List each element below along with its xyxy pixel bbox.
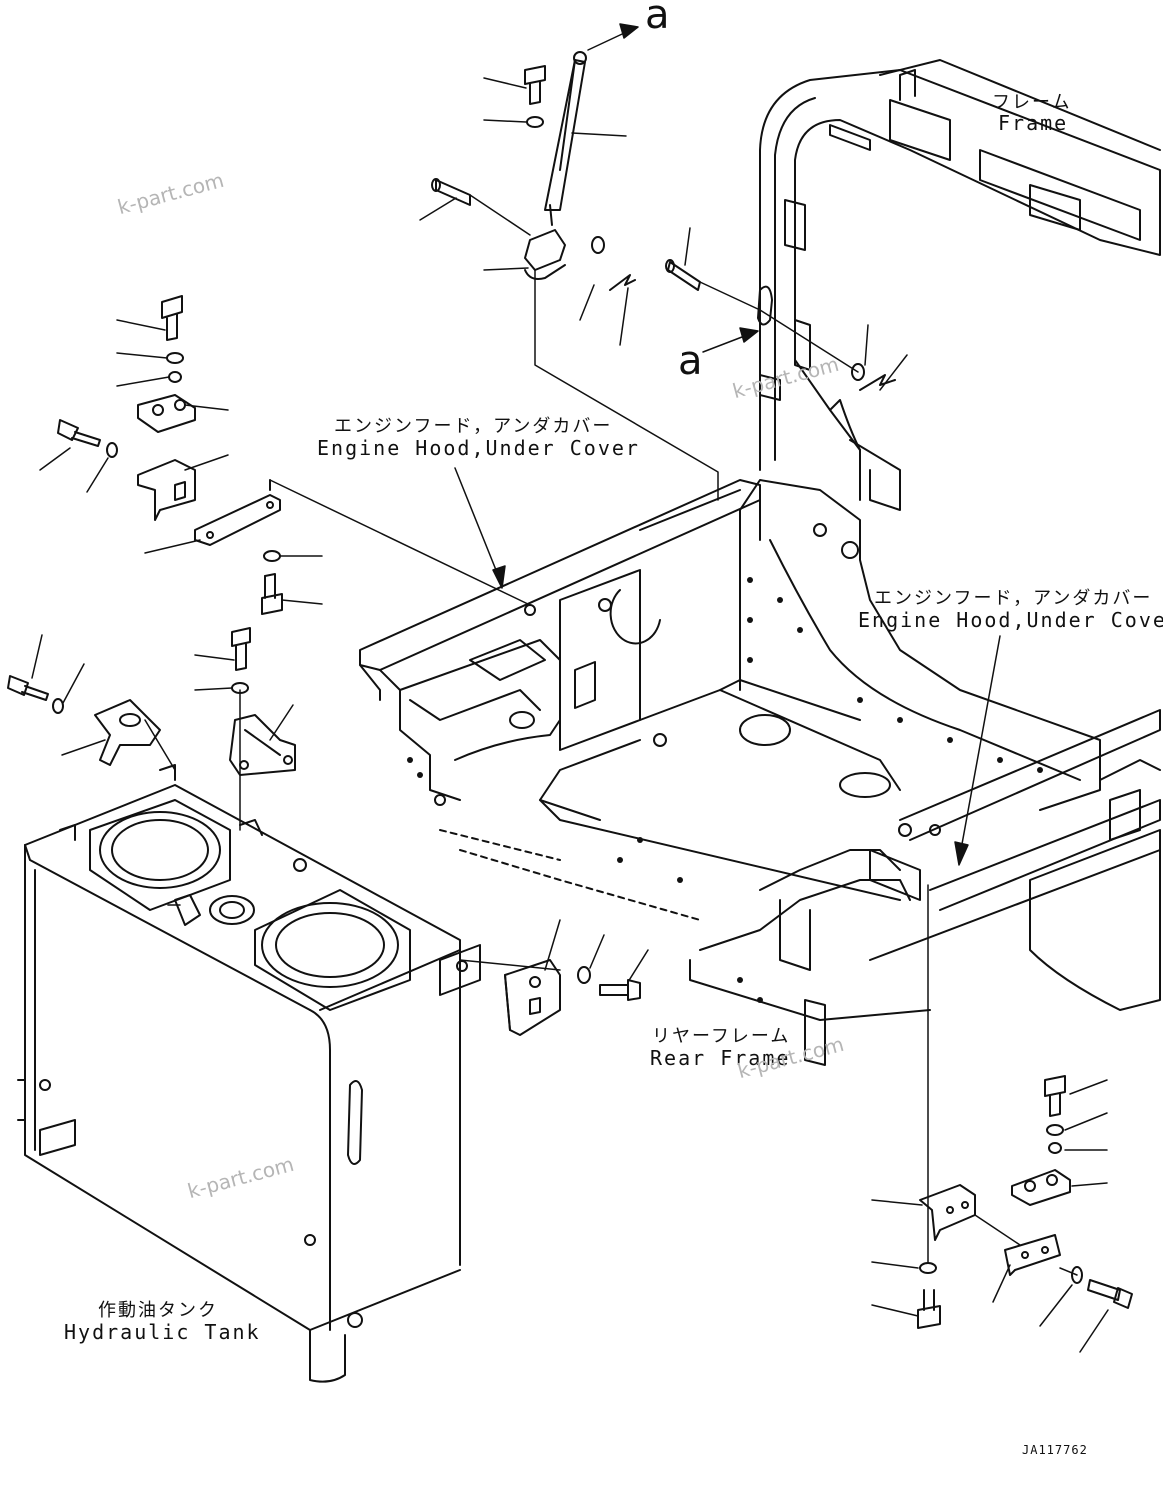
callout-arrows (454, 23, 1001, 866)
label-engine-hood-top-en: Engine Hood,Under Cover (317, 436, 640, 460)
center-bracket-assembly (504, 959, 641, 1036)
rear-frame-part (359, 479, 1161, 1066)
label-engine-hood-right-en: Engine Hood,Under Cover (858, 608, 1163, 632)
rear-frame-holes (407, 577, 1043, 1003)
leader-lines (31, 77, 1109, 1353)
label-rear-frame-jp: リヤーフレーム (652, 1026, 791, 1047)
label-rear-frame-en: Rear Frame (650, 1046, 791, 1070)
gas-spring-assembly (431, 51, 896, 391)
label-frame-en: Frame (998, 111, 1069, 135)
hydraulic-tank-part (17, 764, 481, 1383)
view-marker-a-top: a (645, 0, 670, 38)
drawing-code: JA117762 (1022, 1443, 1088, 1457)
tank-bracket-assembly (7, 627, 296, 776)
label-hydraulic-tank-jp: 作動油タンク (98, 1300, 218, 1321)
label-frame-jp: フレーム (992, 92, 1072, 113)
view-marker-a-mid: a (678, 338, 703, 384)
frame-part (757, 59, 1161, 511)
label-engine-hood-top-jp: エンジンフード，アンダカバー (334, 416, 613, 437)
label-engine-hood-right-jp: エンジンフード，アンダカバー (874, 588, 1153, 609)
right-bracket-assembly (917, 1075, 1133, 1329)
label-hydraulic-tank-en: Hydraulic Tank (64, 1320, 261, 1344)
left-bracket-assembly (57, 295, 283, 615)
